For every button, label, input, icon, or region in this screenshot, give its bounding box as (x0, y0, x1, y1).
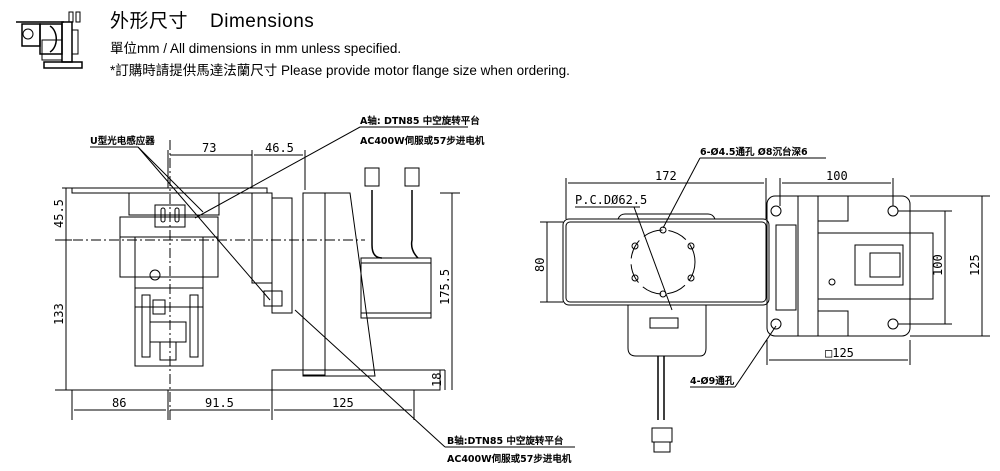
dim-base-height-right: 125 (968, 254, 982, 276)
dim-left-upper: 45.5 (52, 199, 66, 228)
axis-b-label-1: B轴:DTN85 中空旋转平台 (447, 435, 564, 447)
dim-bottom-b: 91.5 (205, 396, 234, 410)
axis-a-label-2: AC400W伺服或57步进电机 (360, 135, 485, 147)
dim-base-square: □125 (825, 346, 854, 360)
dim-left-lower: 133 (52, 303, 66, 325)
dim-right-height: 175.5 (438, 269, 452, 305)
axis-a-label-1: A轴: DTN85 中空旋转平台 (360, 115, 480, 127)
machine-thumbnail-icon (14, 10, 84, 76)
holes-base-label: 4-Ø9通孔 (690, 375, 735, 387)
holes-top-label: 6-Ø4.5通孔 Ø8沉台深6 (700, 146, 808, 158)
order-note: *訂購時請提供馬達法蘭尺寸 Please provide motor flang… (110, 63, 570, 78)
mount-holes (631, 226, 695, 298)
dim-hole-spacing-x: 100 (826, 169, 848, 183)
dim-bottom-a: 86 (112, 396, 126, 410)
dim-top-a: 73 (202, 141, 216, 155)
title-zh: 外形尺寸 (110, 11, 189, 32)
dim-base-height: 18 (430, 373, 444, 387)
dim-bottom-c: 125 (332, 396, 354, 410)
sensor-label: U型光电感应器 (90, 135, 155, 147)
dim-hole-spacing-y: 100 (931, 254, 945, 276)
dim-height: 80 (533, 258, 547, 272)
dim-top-b: 46.5 (265, 141, 294, 155)
dim-width: 172 (655, 169, 677, 183)
axis-b-label-2: AC400W伺服或57步进电机 (447, 453, 572, 465)
front-view (55, 126, 575, 448)
pcd-label: P.C.DØ62.5 (575, 193, 647, 207)
top-view (540, 157, 990, 453)
title-en: Dimensions (210, 11, 315, 32)
page-title: 外形尺寸 Dimensions (110, 6, 314, 33)
unit-note: 單位mm / All dimensions in mm unless speci… (110, 41, 402, 56)
